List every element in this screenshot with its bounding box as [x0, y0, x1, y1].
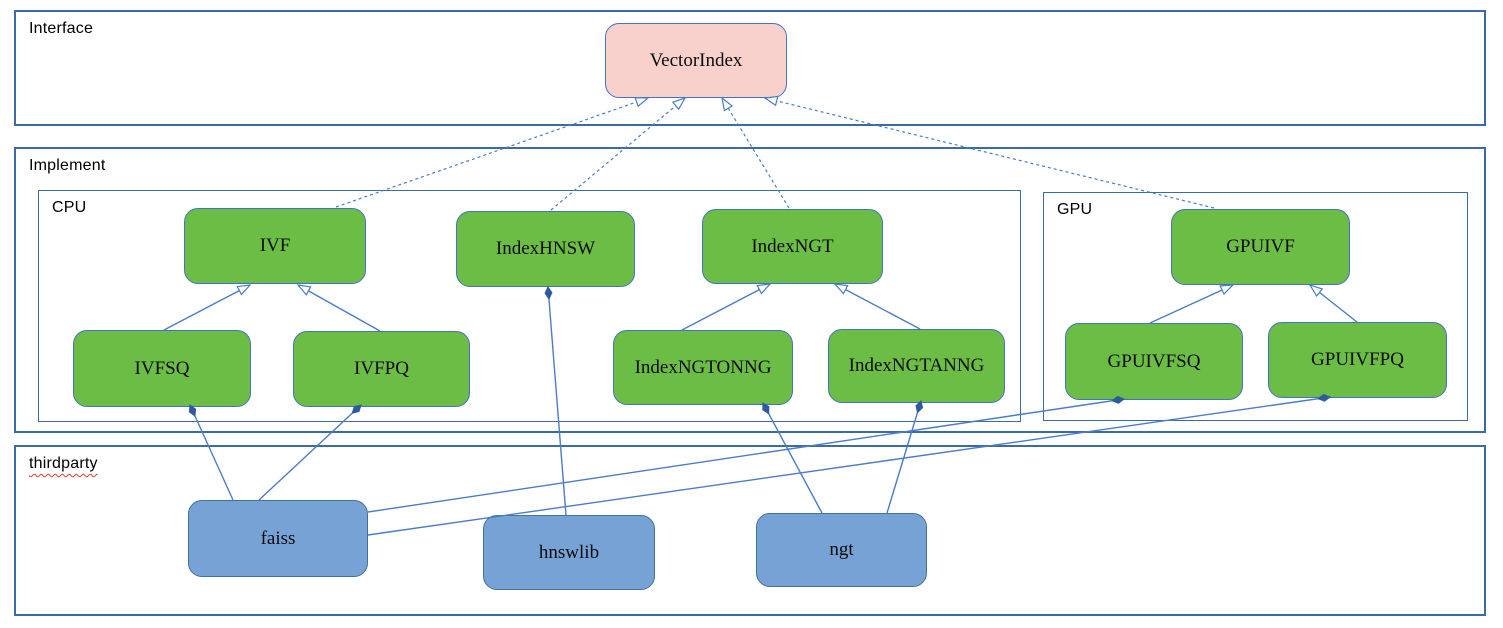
node-indexhnsw-label: IndexHNSW — [495, 238, 596, 259]
node-indexhnsw: IndexHNSW — [456, 211, 635, 287]
node-gpuivfsq: GPUIVFSQ — [1065, 323, 1243, 400]
node-indexngt-label: IndexNGT — [751, 235, 834, 257]
node-indexngtanng: IndexNGTANNG — [828, 329, 1005, 403]
node-ivf: IVF — [184, 208, 366, 284]
interface-layer-label: Interface — [29, 20, 94, 37]
node-ivf-label: IVF — [259, 235, 291, 256]
node-gpuivf-label: GPUIVF — [1226, 236, 1295, 257]
node-hnswlib-label: hnswlib — [538, 541, 600, 563]
gpu-group-label: GPU — [1057, 201, 1093, 218]
node-indexngtonng: IndexNGTONNG — [613, 330, 793, 405]
node-hnswlib: hnswlib — [483, 515, 655, 590]
thirdparty-layer-label: thirdparty — [29, 455, 98, 472]
node-gpuivfsq-label: GPUIVFSQ — [1107, 350, 1201, 372]
node-ivfpq: IVFPQ — [293, 331, 470, 407]
node-indexngt: IndexNGT — [702, 209, 883, 284]
node-faiss: faiss — [188, 500, 368, 577]
node-ngt-label: ngt — [829, 539, 854, 560]
node-gpuivfpq-label: GPUIVFPQ — [1311, 349, 1404, 370]
node-faiss-label: faiss — [260, 527, 296, 549]
node-ivfpq-label: IVFPQ — [354, 358, 409, 379]
node-ivfsq: IVFSQ — [73, 330, 251, 407]
cpu-group-label: CPU — [52, 199, 87, 216]
node-indexngtanng-label: IndexNGTANNG — [848, 355, 985, 376]
node-vectorindex-label: VectorIndex — [649, 49, 743, 71]
node-vectorindex: VectorIndex — [605, 23, 787, 98]
node-ngt: ngt — [756, 513, 927, 587]
node-indexngtonng-label: IndexNGTONNG — [634, 356, 772, 378]
node-gpuivfpq: GPUIVFPQ — [1268, 322, 1447, 398]
node-gpuivf: GPUIVF — [1171, 209, 1350, 285]
node-ivfsq-label: IVFSQ — [134, 357, 190, 379]
implement-layer-label: Implement — [29, 157, 106, 174]
